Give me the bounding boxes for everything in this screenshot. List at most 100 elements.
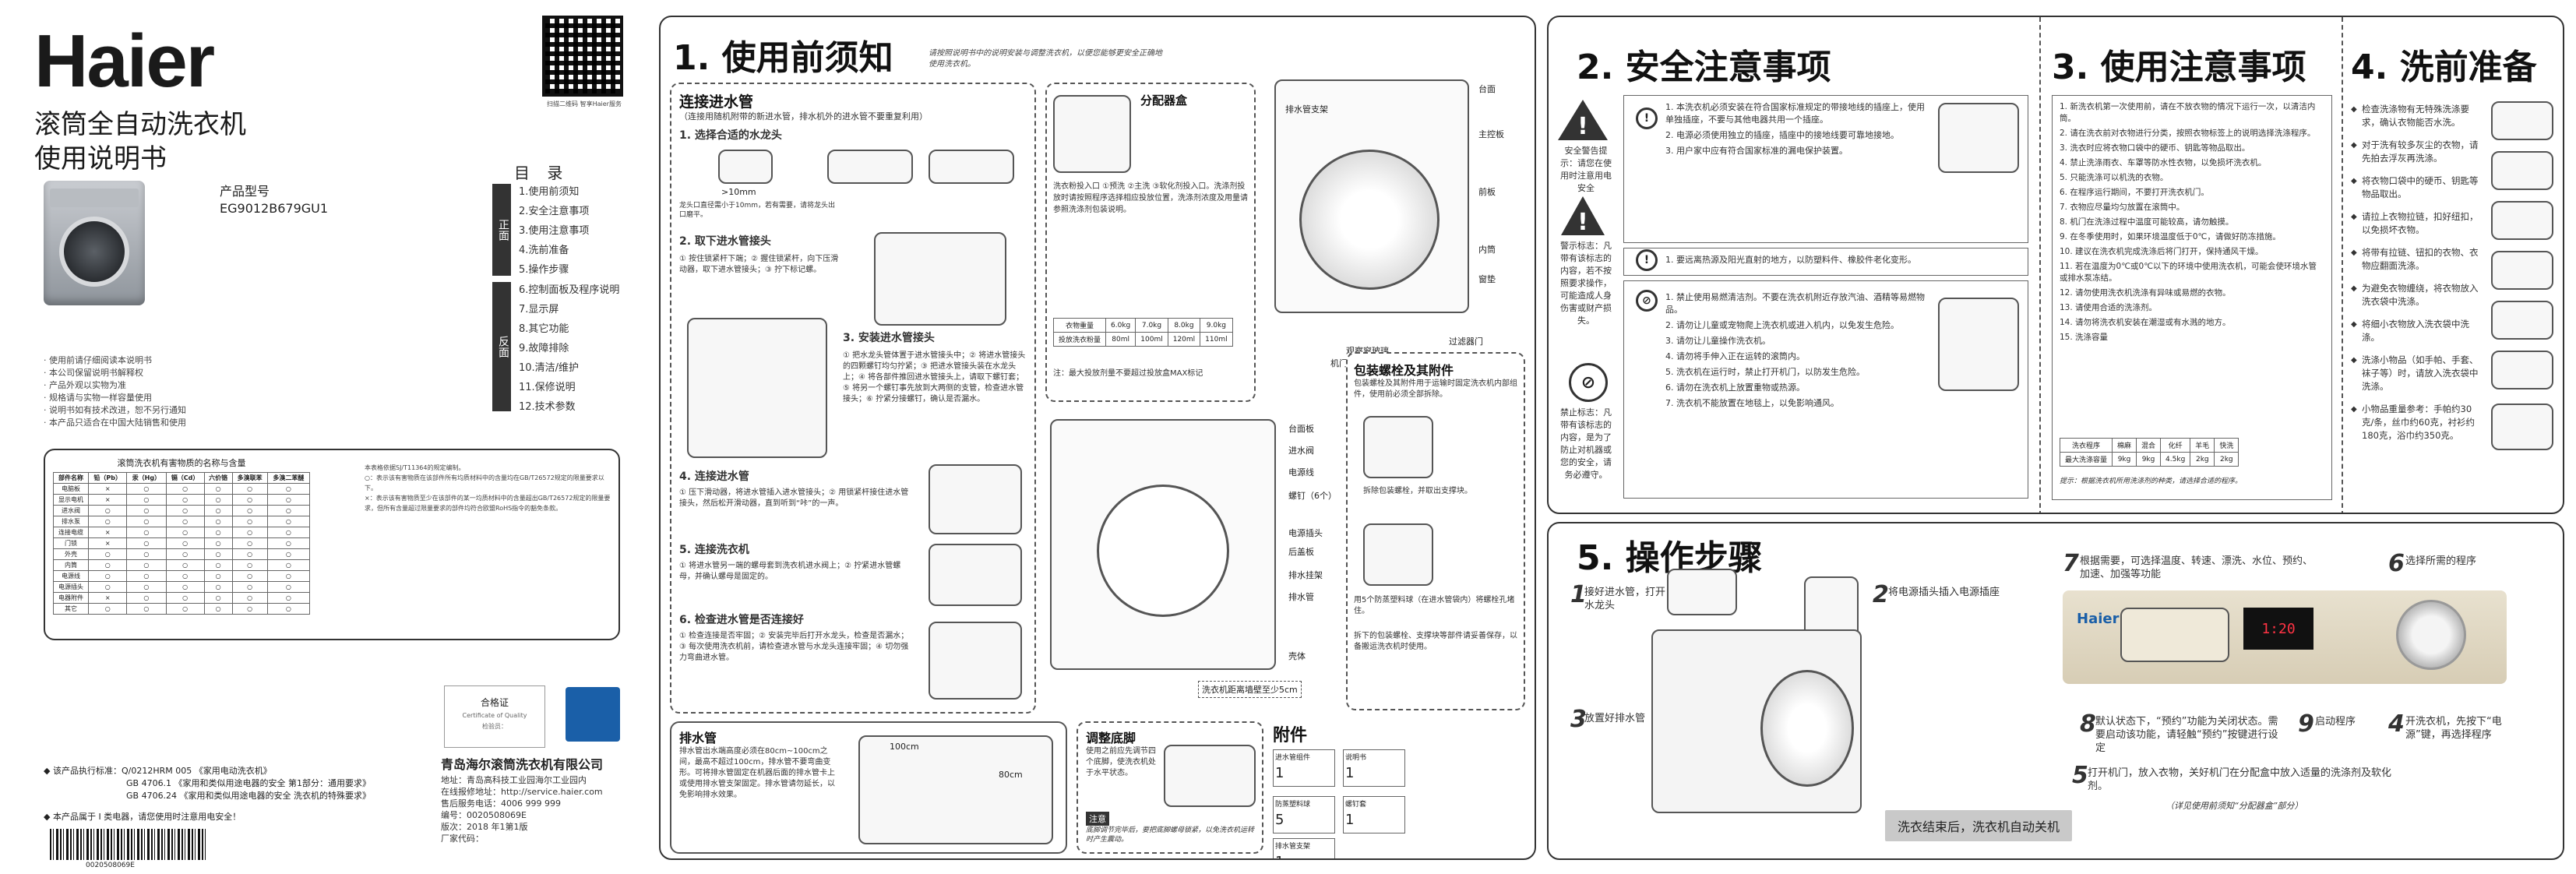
step-text: 放置好排水管 — [1584, 713, 1646, 724]
safety-title: 2. 安全注意事项 — [1577, 48, 1831, 87]
adjust-feet-box: 调整底脚 使用之前应先调节四个底脚，使洗衣机处于水平状态。 注意 底脚调节完毕后… — [1077, 721, 1263, 854]
accessory-qty: 1 — [1275, 854, 1333, 858]
address-line[interactable]: 在线报修地址：http://service.haier.com — [441, 787, 603, 797]
washer-drum — [1299, 150, 1440, 290]
toc-item[interactable]: 1.使用前须知 — [519, 186, 580, 198]
address-line[interactable]: 售后服务电话：4006 999 999 — [441, 798, 561, 809]
manual-title-line1: 滚筒全自动洗衣机 — [34, 109, 246, 140]
toc-item[interactable]: 3.使用注意事项 — [519, 225, 590, 237]
hazard-table: 部件名称铅（Pb）汞（Hg）镉（Cd）六价铬多溴联苯多溴二苯醚 电脑板×○○○○… — [52, 472, 311, 615]
hazard-cell: ○ — [203, 548, 233, 560]
prohibited-circle-icon: ⊘ — [1636, 290, 1658, 312]
washer-connect-illustration — [929, 544, 1022, 606]
hazard-cell: 排水泵 — [52, 516, 90, 527]
table-cell: 最大洗涤容量 — [2059, 452, 2113, 467]
hazard-cell: ○ — [231, 570, 268, 582]
manual-title: 滚筒全自动洗衣机 使用说明书 — [34, 107, 246, 176]
hazard-cell: × — [88, 537, 128, 549]
hazard-row: 外壳○○○○○○ — [52, 548, 311, 560]
step-text: 开洗衣机，先按下“电源”键，再选择程序 — [2405, 716, 2502, 741]
toc-item[interactable]: 4.洗前准备 — [519, 245, 569, 256]
toc-item[interactable]: 10.清洁/维护 — [519, 362, 580, 374]
hazard-cell: ○ — [231, 537, 268, 549]
toc-item[interactable]: 9.故障排除 — [519, 343, 569, 354]
hazard-header-cell: 多溴二苯醚 — [266, 472, 311, 484]
part-label: 台面 — [1478, 84, 1496, 94]
hazard-cell: ○ — [231, 483, 268, 495]
toc-item[interactable]: 12.技术参数 — [519, 401, 576, 413]
qr-code-icon[interactable] — [542, 16, 623, 97]
toc-item[interactable]: 2.安全注意事项 — [519, 206, 590, 217]
function-buttons[interactable] — [2120, 608, 2229, 662]
toc-item[interactable]: 6.控制面板及程序说明 — [519, 284, 620, 296]
prep-item: 小物品重量参考：手帕约30克/条，丝巾约60克，衬衫约180克，浴巾约350克。 — [2351, 403, 2483, 442]
hazard-cell: ○ — [126, 581, 167, 593]
program-knob[interactable] — [2396, 600, 2466, 670]
toc-item[interactable]: 8.其它功能 — [519, 323, 569, 335]
section-safety-block: 2. 安全注意事项 ! 安全警告提示：请您在使用时注意用电安全 ! 警示标志：凡… — [1547, 16, 2564, 514]
small-items-icon — [2491, 404, 2553, 450]
toc-item[interactable]: 5.操作步骤 — [519, 264, 569, 276]
step-number: 9 — [2298, 710, 2314, 738]
step-text: 选择所需的程序 — [2405, 555, 2477, 567]
toc-item[interactable]: 11.保修说明 — [519, 382, 576, 393]
reserve-note: （详见使用前须知“分配器盒”部分） — [2165, 801, 2303, 811]
back-part-label: 螺钉（6个） — [1288, 491, 1337, 501]
accessory-name: 说明书 — [1345, 754, 1367, 762]
warning-item: 1. 禁止使用易燃清洁剂。不要在洗衣机附近存放汽油、酒精等易燃物品。 — [1665, 292, 1925, 315]
laundry-bag-icon — [2491, 351, 2553, 389]
warning-list-3: 1. 禁止使用易燃清洁剂。不要在洗衣机附近存放汽油、酒精等易燃物品。 2. 请勿… — [1665, 291, 1930, 413]
usage-item: 7. 衣物应尽量均匀放置在滚筒中。 — [2060, 203, 2185, 212]
usage-tip: 提示：根据洗衣机所用洗涤剂的种类，请选择合适的程序。 — [2060, 478, 2243, 485]
step2-title: 2. 取下进水管接头 — [679, 235, 771, 248]
faucet-wrong-icon — [827, 150, 913, 184]
washer-control-panel — [50, 189, 139, 207]
warning-item: 3. 请勿让儿童操作洗衣机。 — [1665, 336, 1771, 346]
hazard-header-cell: 六价铬 — [203, 472, 233, 484]
back-part-label: 后盖板 — [1288, 547, 1314, 557]
usage-item: 2. 请在洗衣前对衣物进行分类，按照衣物标签上的说明选择洗涤程序。 — [2060, 129, 2316, 138]
table-cell: 投放洗衣粉量 — [1052, 332, 1107, 347]
back-part-label: 进水阀 — [1288, 446, 1314, 456]
shake-dust-icon — [2491, 151, 2553, 190]
hazard-cell: ○ — [165, 603, 205, 615]
safety-tag-text: 安全警告提示：请您在使用时注意用电安全 — [1560, 146, 1612, 193]
hazard-cell: ○ — [266, 505, 311, 516]
hazard-notes: 本表格依据SJ/T11364的规定编制。 ○：表示该有害物质在该部件所有均质材料… — [365, 463, 611, 513]
table-cell: 2kg — [2214, 452, 2239, 467]
hazard-cell: ○ — [165, 570, 205, 582]
hazard-cell: ○ — [203, 494, 233, 506]
note-item: 产品外观以实物为准 — [44, 379, 186, 392]
step5-text: ① 将进水管另一端的螺母套到洗衣机进水阀上；② 拧紧进水管螺母，并确认螺母是固定… — [679, 562, 901, 581]
prep-item: 将衣物口袋中的硬币、钥匙等物品取出。 — [2351, 174, 2483, 201]
hazard-row: 门锁×○○○○○ — [52, 537, 311, 549]
hazard-cell: ○ — [88, 548, 128, 560]
leak-check-illustration — [929, 622, 1022, 700]
toc-front-list: 1.使用前须知 2.安全注意事项 3.使用注意事项 4.洗前准备 5.操作步骤 — [519, 182, 589, 280]
hazard-cell: ○ — [88, 559, 128, 571]
accessory-qty: 1 — [1345, 765, 1355, 781]
hazard-cell: ○ — [165, 494, 205, 506]
connector-install-illustration — [687, 318, 827, 458]
back-part-label: 电源插头 — [1288, 528, 1323, 538]
accessory-item: 排水管支架1 — [1273, 838, 1335, 858]
panel-brand: Haier — [2077, 611, 2120, 627]
hazard-cell: 进水阀 — [52, 505, 90, 516]
accessory-name: 防蒸塑料球 — [1275, 801, 1311, 809]
hazard-cell: 电器附件 — [52, 592, 90, 604]
hazard-cell: ○ — [266, 537, 311, 549]
toc-front-tag: 正面 — [492, 184, 511, 276]
hazard-cell: ○ — [203, 570, 233, 582]
toc-item[interactable]: 7.显示屏 — [519, 304, 559, 315]
hazard-cell: ○ — [165, 548, 205, 560]
hazard-row: 连接电缆×○○○○○ — [52, 527, 311, 538]
cover-notes: 使用前请仔细阅读本说明书 本公司保留说明书解释权 产品外观以实物为准 规格请与实… — [44, 354, 186, 429]
usage-item: 3. 洗衣时应将衣物口袋中的硬币、钥匙等物品取出。 — [2060, 143, 2250, 153]
hazard-row: 进水阀○○○○○○ — [52, 505, 311, 516]
hazard-row: 电脑板×○○○○○ — [52, 483, 311, 495]
hazard-cell: ○ — [266, 570, 311, 582]
